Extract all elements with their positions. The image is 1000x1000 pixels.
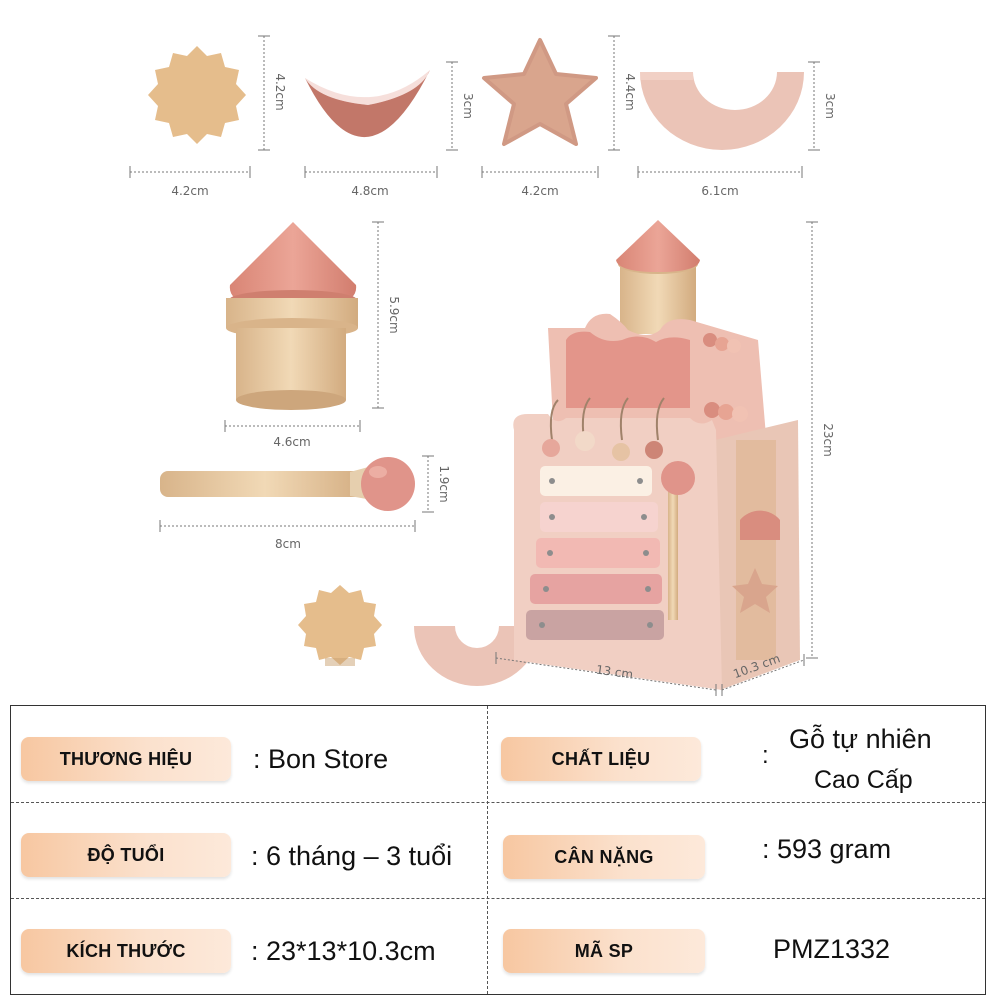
star-height-dimension: 4.4cm (608, 35, 637, 151)
table-column-divider (487, 706, 488, 994)
sku-label-badge: MÃ SP (503, 929, 705, 973)
arc-height-dimension: 3cm (808, 61, 837, 151)
specs-table: THƯƠNG HIỆU : Bon Store CHẤT LIỆU : Gỗ t… (10, 705, 986, 995)
size-value: : 23*13*10.3cm (251, 936, 436, 966)
sun-piece (148, 46, 246, 144)
tower-width-label: 4.6cm (273, 435, 310, 449)
arc-standing-piece (414, 626, 540, 686)
sun-height-label: 4.2cm (273, 73, 287, 110)
toy-width-dimension: 13 cm (495, 652, 717, 696)
moon-width-dimension: 4.8cm (304, 166, 438, 198)
table-row-divider (11, 898, 985, 899)
mallet-width-label: 8cm (275, 537, 301, 551)
moon-width-label: 4.8cm (351, 184, 388, 198)
weight-label-badge: CÂN NẶNG (503, 835, 705, 879)
age-value: : 6 tháng – 3 tuổi (251, 841, 453, 871)
bead-hooks (542, 397, 665, 461)
xylophone (526, 466, 664, 640)
tower-height-label: 5.9cm (387, 296, 401, 333)
sun-height-dimension: 4.2cm (258, 35, 287, 151)
toy-width-label: 13 cm (595, 663, 634, 682)
moon-piece (305, 70, 430, 138)
brand-value: : Bon Store (253, 744, 389, 774)
mallet-height-dimension: 1.9cm (422, 455, 451, 513)
star-width-dimension: 4.2cm (481, 166, 599, 198)
sun-width-label: 4.2cm (171, 184, 208, 198)
arc-width-dimension: 6.1cm (637, 166, 803, 198)
weight-value: : 593 gram (762, 834, 892, 864)
toy-height-label: 23cm (821, 423, 835, 457)
toy-height-dimension: 23cm (806, 221, 835, 659)
tower-piece (226, 222, 358, 410)
star-height-label: 4.4cm (623, 73, 637, 110)
star-piece (482, 38, 598, 146)
material-value-line2: Cao Cấp (814, 766, 913, 794)
arc-piece (640, 72, 804, 150)
mallet-piece (160, 457, 415, 511)
mallet-width-dimension: 8cm (159, 520, 416, 551)
moon-height-dimension: 3cm (446, 61, 475, 151)
moon-height-label: 3cm (461, 93, 475, 119)
tower-width-dimension: 4.6cm (224, 420, 361, 449)
size-label-badge: KÍCH THƯỚC (21, 929, 231, 973)
arc-width-label: 6.1cm (701, 184, 738, 198)
age-label-badge: ĐỘ TUỔI (21, 833, 231, 877)
material-label-badge: CHẤT LIỆU (501, 737, 701, 781)
sun-width-dimension: 4.2cm (129, 166, 251, 198)
activity-cube-toy (513, 220, 800, 690)
brand-label-badge: THƯƠNG HIỆU (21, 737, 231, 781)
material-colon: : (762, 742, 769, 769)
arc-height-label: 3cm (823, 93, 837, 119)
material-value-line1: Gỗ tự nhiên (789, 724, 932, 754)
table-row-divider (11, 802, 985, 803)
star-width-label: 4.2cm (521, 184, 558, 198)
product-illustration: 4.2cm 4.2cm 4.8cm 3cm 4.2cm 4.4cm (129, 35, 837, 696)
toy-mallet (661, 461, 695, 620)
sun-standing-piece (298, 585, 382, 666)
abacus-beads (703, 333, 748, 422)
tower-height-dimension: 5.9cm (372, 221, 401, 409)
mallet-height-label: 1.9cm (437, 465, 451, 502)
sku-value: PMZ1332 (773, 934, 891, 964)
